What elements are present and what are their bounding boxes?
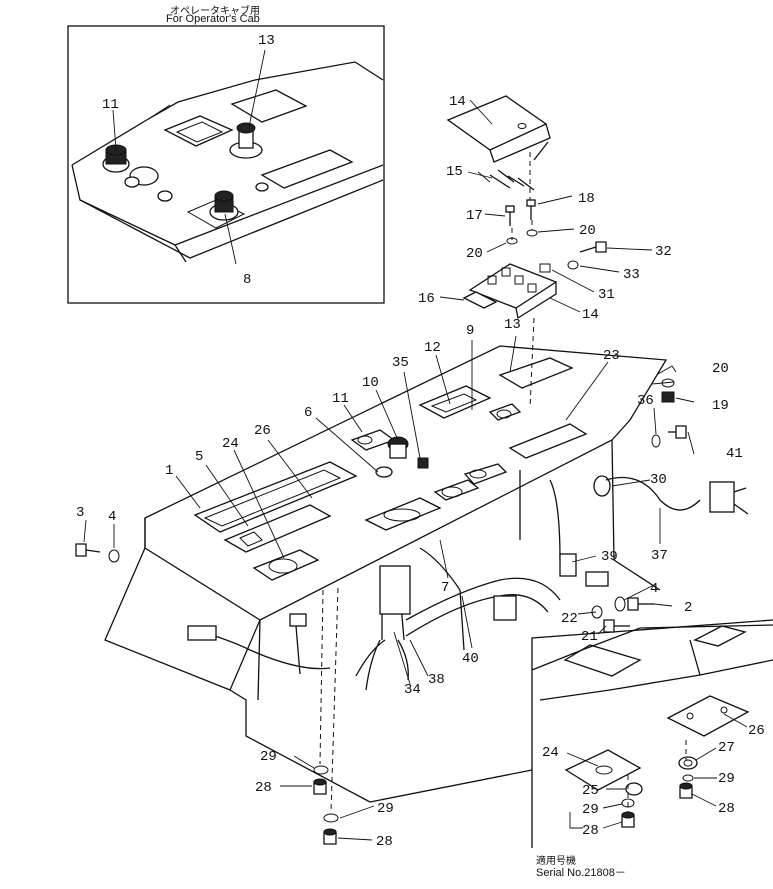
callout-39: 39 [601, 549, 618, 565]
callout-4b: 4 [650, 581, 658, 597]
callout-22: 22 [561, 611, 578, 627]
callout-40: 40 [462, 651, 479, 667]
inset-caption-japanese: オペレータキャブ用 [170, 6, 260, 17]
callout-36: 36 [637, 393, 654, 409]
callout-24: 24 [222, 436, 239, 452]
inset-caption-english: For Operator's Cab [166, 13, 260, 25]
callout-32: 32 [655, 244, 672, 260]
callout-28a: 28 [255, 780, 272, 796]
callout-inset-24: 24 [542, 745, 559, 761]
callout-19: 19 [712, 398, 729, 414]
callout-20c: 20 [712, 361, 729, 377]
knob-8-shape [209, 182, 269, 221]
callout-34: 34 [404, 682, 421, 698]
callout-12: 12 [424, 340, 441, 356]
callout-inset-29a: 29 [718, 771, 735, 787]
callout-33: 33 [623, 267, 640, 283]
callout-29b: 29 [377, 801, 394, 817]
callout-30: 30 [650, 472, 667, 488]
callout-28b: 28 [376, 834, 393, 850]
callout-18: 18 [578, 191, 595, 207]
callout-inset-11: 11 [102, 97, 119, 113]
callout-4: 4 [108, 509, 116, 525]
callout-20b: 20 [466, 246, 483, 262]
callout-41: 41 [726, 446, 743, 462]
callout-9: 9 [466, 323, 474, 339]
callout-14b: 14 [582, 307, 599, 323]
callout-inset-8: 8 [243, 272, 251, 288]
callout-37: 37 [651, 548, 668, 564]
callout-5: 5 [195, 449, 203, 465]
serial-caption-english: Serial No.21808－ [536, 867, 626, 879]
callout-1: 1 [165, 463, 173, 479]
callout-inset-28b: 28 [582, 823, 599, 839]
callout-23: 23 [603, 348, 620, 364]
callout-10: 10 [362, 375, 379, 391]
callout-21: 21 [581, 629, 598, 645]
callout-29a: 29 [260, 749, 277, 765]
main-panel-drawing [75, 95, 749, 845]
serial-inset [531, 619, 773, 848]
knob-11-shape [102, 144, 173, 202]
callout-inset-26: 26 [748, 723, 765, 739]
callout-31: 31 [598, 287, 615, 303]
callout-14: 14 [449, 94, 466, 110]
callout-17: 17 [466, 208, 483, 224]
operator-cab-inset [67, 25, 385, 304]
callout-6: 6 [304, 405, 312, 421]
callout-inset-27: 27 [718, 740, 735, 756]
callout-35: 35 [392, 355, 409, 371]
callout-38: 38 [428, 672, 445, 688]
callout-7: 7 [441, 580, 449, 596]
callout-26: 26 [254, 423, 271, 439]
callout-inset-29b: 29 [582, 802, 599, 818]
callout-13: 13 [504, 317, 521, 333]
serial-caption-japanese: 適用号機 [536, 856, 576, 867]
callout-16: 16 [418, 291, 435, 307]
knob-13-shape [229, 122, 263, 159]
callout-inset-25: 25 [582, 783, 599, 799]
callout-15: 15 [446, 164, 463, 180]
callout-labels: 13 11 8 14 15 18 17 20 20 32 33 31 16 14… [76, 33, 765, 850]
callout-inset-28a: 28 [718, 801, 735, 817]
callout-inset-13: 13 [258, 33, 275, 49]
callout-2: 2 [684, 600, 692, 616]
callout-3: 3 [76, 505, 84, 521]
callout-20a: 20 [579, 223, 596, 239]
callout-11: 11 [332, 391, 349, 407]
